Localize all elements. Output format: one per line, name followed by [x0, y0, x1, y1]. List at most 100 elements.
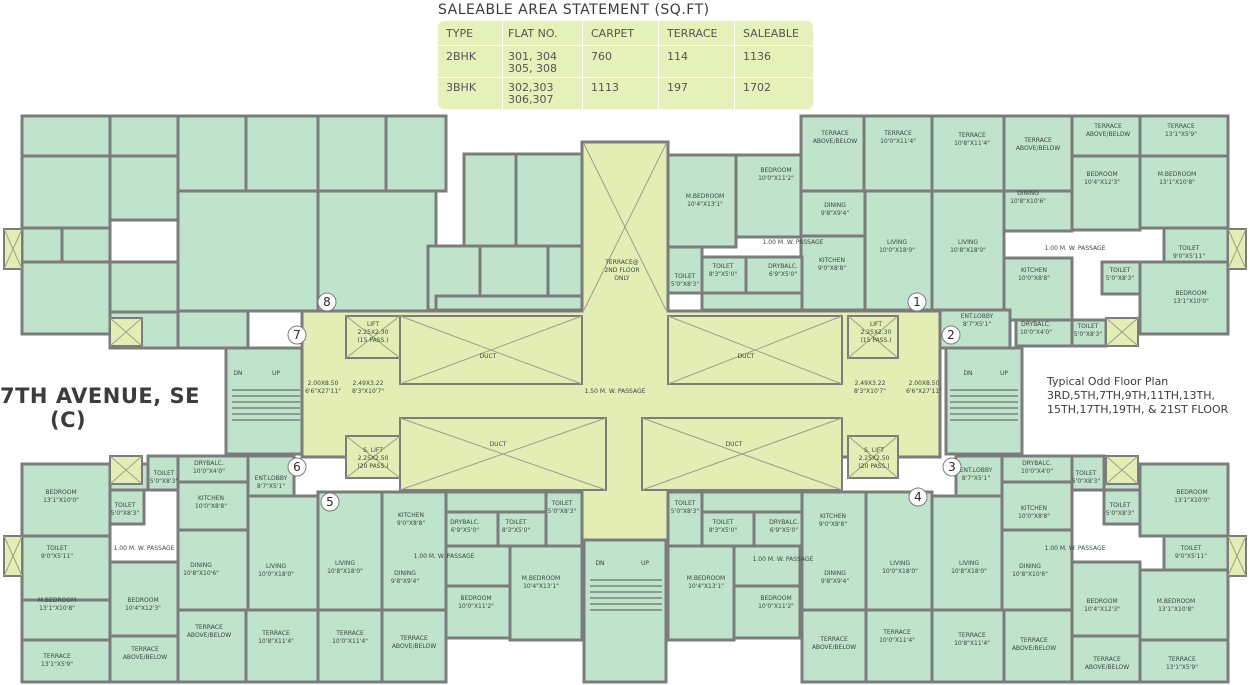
room-label: BEDROOM	[760, 595, 791, 602]
room-dimension: 6'9"X5'0"	[451, 527, 479, 534]
room	[1138, 154, 1230, 230]
common-label: TERRACE@	[604, 259, 639, 266]
room	[108, 560, 180, 638]
road-caption-line1: 7TH AVENUE, SE	[0, 384, 200, 408]
row1-saleable: 1136	[743, 50, 771, 63]
flat-number-marker	[317, 292, 337, 312]
room-label: DRYBALC.	[768, 263, 798, 270]
room	[1070, 318, 1108, 348]
room-dimension: 9'0"X8'8"	[397, 520, 425, 527]
plan-caption-line2: 3RD,5TH,7TH,9TH,11TH,13TH,	[1047, 389, 1216, 402]
room-label: KITCHEN	[820, 513, 846, 520]
room-label: 1.00 M. W. PASSAGE	[114, 545, 175, 552]
room	[380, 490, 448, 612]
room	[444, 544, 512, 588]
row2-flats-line1: 302,303	[508, 81, 554, 94]
room	[954, 454, 1004, 498]
room	[176, 528, 250, 612]
room-dimension: ABOVE/BELOW	[1016, 145, 1060, 152]
common-label-detail: (15 PASS.)	[860, 337, 891, 344]
room-label: DINING	[394, 570, 416, 577]
room-dimension: 10'8"X18'0"	[950, 247, 986, 254]
room-label: TERRACE	[883, 130, 912, 137]
room-dimension: 10'0"X4'0"	[193, 468, 225, 475]
room-dimension: 9'0"X8'8"	[818, 265, 846, 272]
room	[20, 154, 112, 230]
room-label: TOILET	[1109, 267, 1131, 274]
room	[1000, 454, 1074, 484]
room	[1002, 114, 1074, 193]
room-dimension: ABOVE/BELOW	[813, 138, 857, 145]
room	[496, 510, 548, 548]
room	[1138, 114, 1230, 158]
room-dimension: 13'1"X5'9"	[1166, 664, 1198, 671]
flat-number: 5	[326, 495, 334, 509]
room	[546, 244, 584, 298]
room	[1100, 260, 1142, 296]
room	[1070, 560, 1142, 638]
room-label: KITCHEN	[398, 512, 424, 519]
common-label: DUCT	[726, 441, 743, 448]
room-label: DINING	[824, 570, 846, 577]
room-label: DRYBALC.	[1022, 460, 1052, 467]
room-dimension: 10'0"X11'4"	[332, 638, 368, 645]
common-label-detail: (20 PASS.)	[357, 463, 388, 470]
room-dimension: 10'8"X18'0"	[951, 568, 987, 575]
room-dimension: 13'1"X10'8"	[1159, 179, 1195, 186]
area-statement-table: TYPE FLAT NO. CARPET TERRACE SALEABLE 2B…	[438, 21, 813, 109]
room-label: TERRACE	[1093, 123, 1122, 130]
common-label: DUCT	[490, 441, 507, 448]
room-label: TERRACE	[882, 629, 911, 636]
room-label: M.BEDROOM	[1157, 598, 1195, 605]
row2-flats-line2: 306,307	[508, 93, 554, 106]
room-label: BEDROOM	[1175, 290, 1206, 297]
common-label: S. LIFT	[363, 447, 383, 454]
plan-caption-line3: 15TH,17TH,19TH, & 21ST FLOOR	[1047, 403, 1229, 416]
room-dimension: 13'1"X10'0"	[1173, 298, 1209, 305]
room-dimension: 9'8"X9'4"	[391, 578, 419, 585]
room	[1162, 226, 1230, 264]
common-label: UP	[1000, 370, 1008, 377]
room-dimension: 8'3"X5'0"	[709, 271, 737, 278]
room-dimension: 10'0"X11'4"	[880, 138, 916, 145]
room-dimension: 9'8"X9'4"	[821, 578, 849, 585]
room-label: TERRACE	[957, 132, 986, 139]
room-label: M.BEDROOM	[687, 575, 725, 582]
room-label: TOILET	[674, 273, 696, 280]
room	[384, 114, 448, 193]
room-label: TERRACE	[130, 646, 159, 653]
room-dimension: 10'0"X4'0"	[1021, 468, 1053, 475]
common-label-detail: 2ND FLOOR	[604, 267, 639, 274]
room	[108, 154, 180, 222]
room-dimension: 10'0"X11'4"	[879, 637, 915, 644]
room-label: KITCHEN	[1021, 267, 1047, 274]
room	[462, 152, 518, 248]
room-label: KITCHEN	[819, 257, 845, 264]
stair-block	[944, 346, 1024, 456]
room	[1070, 154, 1142, 232]
room	[1102, 488, 1142, 526]
road-caption: 7TH AVENUE, SE (C)	[0, 384, 200, 432]
area-statement-title: SALEABLE AREA STATEMENT (SQ.FT)	[438, 2, 710, 18]
room	[176, 608, 248, 684]
room-dimension: 13'1"X5'9"	[41, 661, 73, 668]
common-label: S. LIFT	[864, 447, 884, 454]
room-dimension: 10'0"X18'0"	[882, 568, 918, 575]
header-saleable: SALEABLE	[743, 27, 799, 40]
common-label-detail: 8'3"X10'7"	[854, 388, 886, 395]
common-label-detail: 2.25X2.30	[861, 329, 892, 336]
room-dimension: 8'7"X5'1"	[963, 321, 991, 328]
room-dimension: 8'7"X5'1"	[962, 475, 990, 482]
common-label: 2.49X3.22	[353, 380, 384, 387]
room	[316, 490, 384, 612]
room-label: 1.00 M. W. PASSAGE	[414, 553, 475, 560]
room-dimension: 5'0"X8'3"	[548, 508, 576, 515]
common-label: UP	[272, 370, 280, 377]
room	[176, 114, 248, 193]
room-label: LIVING	[890, 560, 910, 567]
room-label: DRYBALC.	[769, 519, 799, 526]
room	[930, 494, 1004, 612]
header-type: TYPE	[446, 27, 474, 40]
flat-number: 4	[914, 490, 922, 504]
